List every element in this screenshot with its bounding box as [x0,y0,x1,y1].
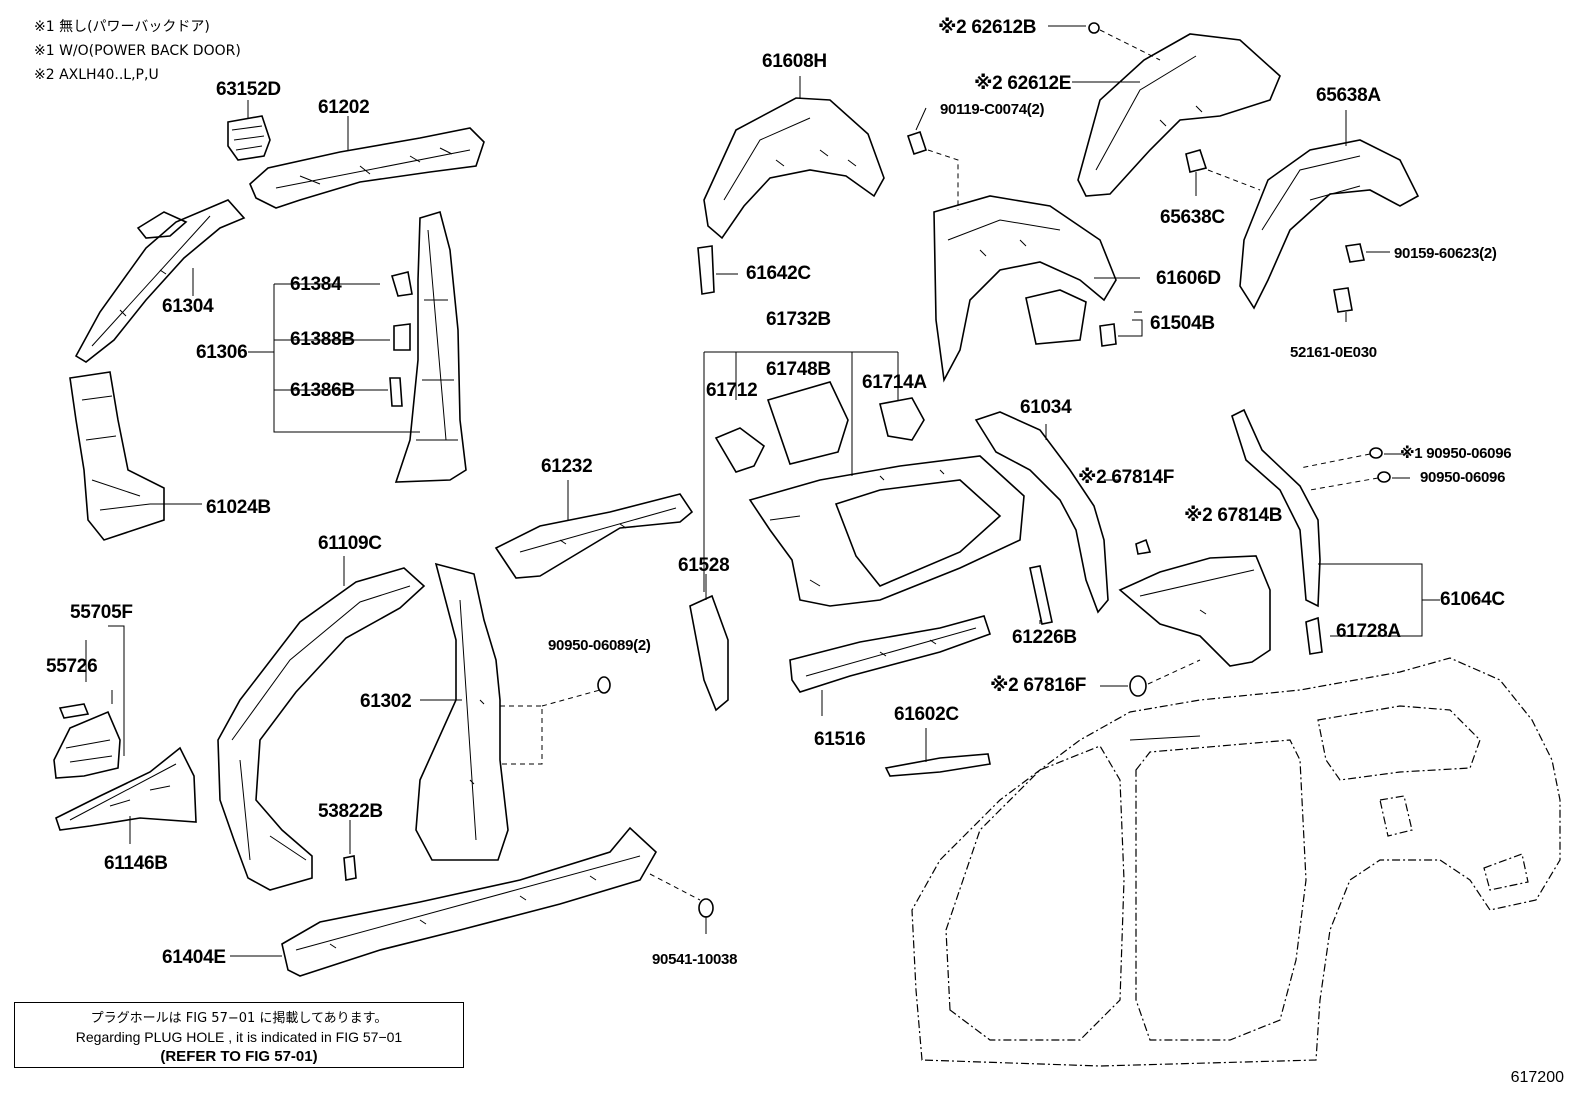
label-62612B[interactable]: ※2 62612B [938,17,1037,38]
label-67816F[interactable]: ※2 67816F [990,675,1087,696]
label-61034[interactable]: 61034 [1020,397,1072,418]
part-61386B-drawing[interactable] [389,377,403,407]
label-61109C[interactable]: 61109C [318,533,382,554]
label-61202[interactable]: 61202 [318,97,370,118]
label-61146B[interactable]: 61146B [104,853,168,874]
part-90159-60623-drawing[interactable] [1345,243,1365,263]
part-61404E-drawing[interactable] [281,826,658,977]
label-61388B[interactable]: 61388B [290,329,355,350]
refer-to-fig-link[interactable]: (REFER TO FIG 57-01) [160,1048,318,1065]
label-61306[interactable]: 61306 [196,342,248,363]
label-90541-10038[interactable]: 90541-10038 [652,951,738,968]
part-62612B-drawing[interactable] [1088,22,1100,34]
label-65638C[interactable]: 65638C [1160,207,1225,228]
part-61034-drawing[interactable] [974,411,1109,614]
label-61226B[interactable]: 61226B [1012,627,1077,648]
part-61728A-drawing[interactable] [1305,616,1323,655]
label-90159-60623[interactable]: 90159-60623(2) [1394,245,1497,262]
part-67814B-drawing[interactable] [1118,555,1271,667]
label-61608H[interactable]: 61608H [762,51,827,72]
label-90950-06096-b[interactable]: 90950-06096 [1420,469,1506,486]
note-1-en: ※1 W/O(POWER BACK DOOR) [34,43,241,59]
part-61528-drawing[interactable] [689,594,729,712]
part-61732B-drawing[interactable] [748,455,1025,607]
part-61516-drawing[interactable] [789,615,992,693]
label-61504B[interactable]: 61504B [1150,313,1215,334]
diagram-code: 617200 [1510,1069,1564,1086]
part-61146B-drawing[interactable] [55,746,197,831]
label-61712[interactable]: 61712 [706,380,758,401]
label-61232[interactable]: 61232 [541,456,593,477]
part-90950-06089-drawing[interactable] [597,676,611,694]
label-61606D[interactable]: 61606D [1156,268,1221,289]
part-61714A-drawing[interactable] [879,397,925,441]
label-61602C[interactable]: 61602C [894,704,959,725]
part-61109C-drawing[interactable] [217,567,426,891]
label-55705F[interactable]: 55705F [70,602,133,623]
note-1-jp: ※1 無し(パワーバックドア) [34,19,210,35]
label-67814B[interactable]: ※2 67814B [1184,505,1283,526]
part-61642C-drawing[interactable] [697,245,715,295]
plug-hole-note-jp: プラグホールは FIG 57−01 に掲載してあります。 [90,1011,388,1026]
label-63152D[interactable]: 63152D [216,79,281,100]
label-90950-06096-a[interactable]: ※1 90950-06096 [1400,445,1512,462]
label-61384[interactable]: 61384 [290,274,342,295]
part-63152D-drawing[interactable] [227,115,271,161]
part-61302-drawing[interactable] [415,562,509,861]
part-55726-drawing[interactable] [58,703,90,719]
part-61748B-drawing[interactable] [766,381,849,465]
part-61304-drawing[interactable] [74,199,246,363]
part-61306-drawing[interactable] [394,210,467,483]
part-61504B-drawing[interactable] [1025,289,1087,345]
part-61226B-drawing[interactable] [1029,565,1053,625]
part-61024B-drawing[interactable] [69,371,165,541]
part-61064C-drawing[interactable] [1231,408,1321,608]
label-52161-0E030[interactable]: 52161-0E030 [1290,344,1377,361]
label-61516[interactable]: 61516 [814,729,866,750]
label-62612E[interactable]: ※2 62612E [974,73,1072,94]
label-61714A[interactable]: 61714A [862,372,927,393]
label-55726[interactable]: 55726 [46,656,98,677]
part-65638A-drawing[interactable] [1239,139,1420,310]
part-90119-C0074-drawing[interactable] [906,130,928,156]
label-65638A[interactable]: 65638A [1316,85,1381,106]
label-61732B[interactable]: 61732B [766,309,831,330]
label-61386B[interactable]: 61386B [290,380,355,401]
part-61388B-drawing[interactable] [393,323,411,351]
label-61528[interactable]: 61528 [678,555,730,576]
part-61712-drawing[interactable] [714,427,766,473]
part-67814F-drawing[interactable] [1135,538,1152,555]
part-61202-drawing[interactable] [249,127,485,209]
label-90950-06089[interactable]: 90950-06089(2) [548,637,651,654]
note-2: ※2 AXLH40..L,P,U [34,67,159,83]
part-65638C-drawing[interactable] [1185,149,1208,173]
label-61748B[interactable]: 61748B [766,359,831,380]
label-61302[interactable]: 61302 [360,691,412,712]
label-61728A[interactable]: 61728A [1336,621,1401,642]
part-62612E-drawing[interactable] [1077,33,1281,197]
part-90541-10038-drawing[interactable] [698,898,714,918]
part-53822B-drawing[interactable] [343,855,357,881]
part-55705F-drawing[interactable] [53,710,121,779]
part-61608H-drawing[interactable] [703,97,885,240]
label-53822B[interactable]: 53822B [318,801,383,822]
label-67814F[interactable]: ※2 67814F [1078,467,1175,488]
plug-hole-note-en: Regarding PLUG HOLE , it is indicated in… [75,1029,403,1045]
part-61606D-drawing[interactable] [933,195,1117,383]
label-61064C[interactable]: 61064C [1440,589,1505,610]
part-67816F-drawing[interactable] [1129,675,1147,697]
part-52161-0E030-drawing[interactable] [1333,287,1353,313]
label-61404E[interactable]: 61404E [162,947,226,968]
label-90119-C0074[interactable]: 90119-C0074(2) [940,101,1045,118]
part-61602C-drawing[interactable] [884,753,991,777]
label-61024B[interactable]: 61024B [206,497,271,518]
label-61642C[interactable]: 61642C [746,263,811,284]
plug-hole-note-box: プラグホールは FIG 57−01 に掲載してあります。 Regarding P… [14,1002,464,1068]
part-61232-drawing[interactable] [494,493,694,579]
body-side-outer-drawing [911,657,1561,1067]
label-61304[interactable]: 61304 [162,296,214,317]
part-61384-drawing[interactable] [390,271,413,297]
